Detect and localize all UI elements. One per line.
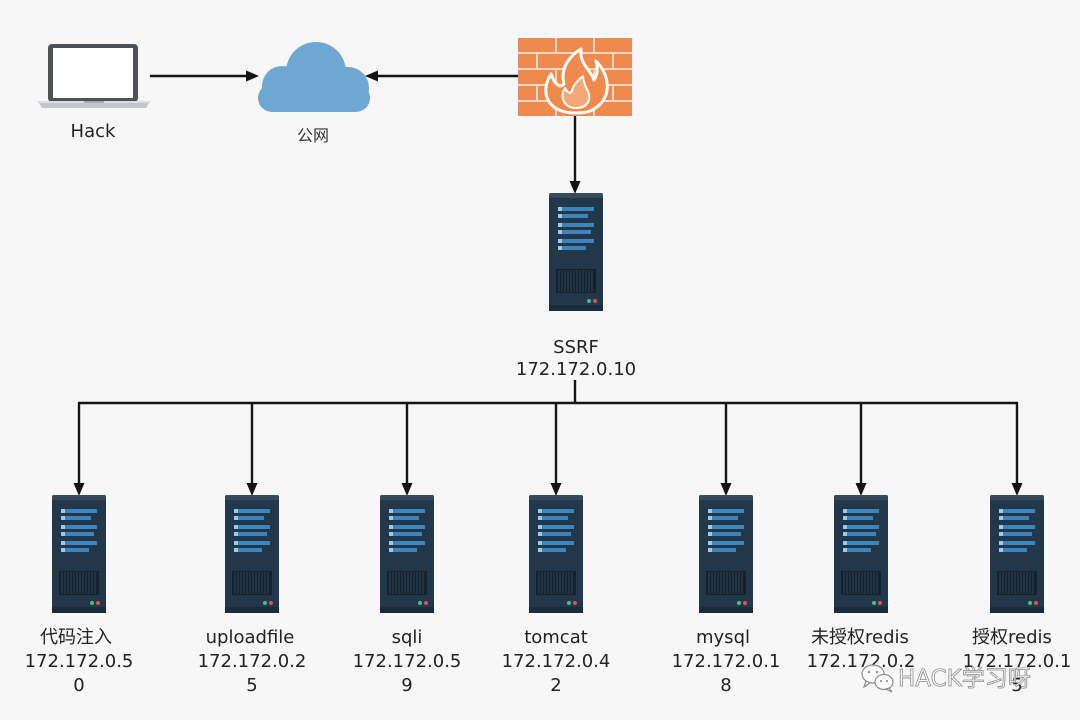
server-icon	[225, 495, 279, 613]
target-ip-wrap: 9	[401, 675, 412, 696]
target-node-auth-redis: 授权redis 172.172.0.1 5	[963, 495, 1072, 696]
server-icon	[990, 495, 1044, 613]
target-node-mysql: mysql 172.172.0.1 8	[672, 495, 781, 696]
target-ip: 172.172.0.5	[25, 651, 134, 672]
target-node-uploadfile: uploadfile 172.172.0.2 5	[198, 495, 307, 696]
attacker-label: Hack	[71, 121, 116, 142]
watermark: HACK学习呀	[861, 664, 1031, 693]
target-ip: 172.172.0.1	[963, 651, 1072, 672]
attacker-node: Hack	[38, 44, 150, 142]
server-icon	[52, 495, 106, 613]
target-ip: 172.172.0.2	[198, 651, 307, 672]
target-name: uploadfile	[206, 627, 295, 648]
target-name: sqli	[392, 627, 423, 648]
server-icon	[834, 495, 888, 613]
target-ip: 172.172.0.4	[502, 651, 611, 672]
wechat-icon	[861, 664, 894, 693]
target-ip: 172.172.0.2	[807, 651, 916, 672]
target-name: mysql	[696, 627, 750, 648]
cloud-icon	[258, 42, 370, 112]
ssrf-server-node: SSRF 172.172.0.10	[516, 193, 636, 380]
ssrf-server-name: SSRF	[553, 337, 599, 358]
firewall-icon	[518, 38, 632, 116]
laptop-icon	[38, 44, 150, 108]
internet-label: 公网	[297, 126, 329, 145]
target-ip: 172.172.0.1	[672, 651, 781, 672]
ssrf-server-ip: 172.172.0.10	[516, 359, 636, 380]
target-name: 授权redis	[972, 627, 1052, 648]
target-name: tomcat	[524, 627, 588, 648]
server-icon	[699, 495, 753, 613]
watermark-text: HACK学习呀	[898, 666, 1031, 692]
target-ip-wrap: 5	[1011, 675, 1022, 696]
server-icon	[549, 193, 603, 311]
target-ip-wrap: 5	[246, 675, 257, 696]
internet-node: 公网	[258, 42, 370, 145]
target-ip-wrap: 2	[550, 675, 561, 696]
target-node-tomcat: tomcat 172.172.0.4 2	[502, 495, 611, 696]
target-name: 未授权redis	[811, 627, 909, 648]
server-icon	[529, 495, 583, 613]
target-ip-wrap: 0	[73, 675, 84, 696]
target-name: 代码注入	[40, 627, 112, 648]
target-ip-wrap: 8	[720, 675, 731, 696]
server-icon	[380, 495, 434, 613]
target-node-sqli: sqli 172.172.0.5 9	[353, 495, 462, 696]
firewall-node	[518, 38, 632, 116]
target-node-unauth-redis: 未授权redis 172.172.0.2	[807, 495, 916, 672]
target-ip: 172.172.0.5	[353, 651, 462, 672]
target-node-code-injection: 代码注入 172.172.0.5 0	[25, 495, 134, 696]
